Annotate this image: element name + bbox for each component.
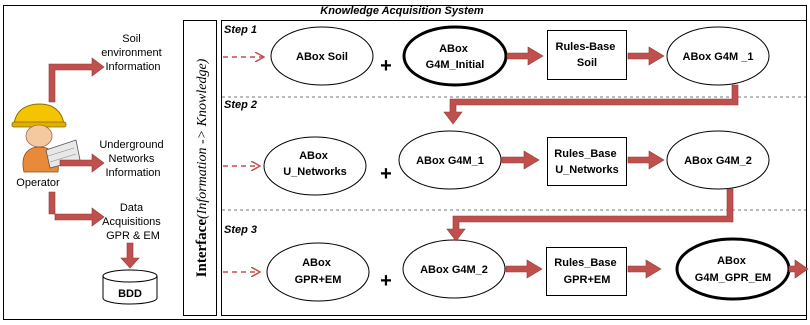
operator-arrows <box>48 57 140 269</box>
arrow-to-soil-info <box>48 57 105 103</box>
arrow-step1-to-step2 <box>443 84 739 125</box>
step-2-abox-input <box>263 136 367 196</box>
step-3-label: Step 3 <box>224 224 257 236</box>
bdd-database-icon <box>102 269 158 305</box>
step-2-abox-result-label: ABox G4M_2 <box>684 155 752 167</box>
step-3-abox-result-label: ABox G4M_GPR_EM <box>695 255 771 284</box>
arrow-final-output <box>788 259 809 279</box>
step-1-label: Step 1 <box>224 24 257 36</box>
networks-info-label: Underground Networks Information <box>99 139 166 179</box>
step-3-plus: + <box>380 270 392 292</box>
step-1-abox-input <box>270 26 374 86</box>
arrow-step2-to-step3 <box>446 188 734 242</box>
step-2-abox-result <box>666 130 770 190</box>
step-2-label: Step 2 <box>224 99 257 111</box>
step-3-rules-base <box>546 247 627 296</box>
system-box <box>221 20 807 316</box>
arrow-s2-rules-to-result <box>627 150 665 170</box>
arrow-s2-initial-to-rules <box>501 150 540 170</box>
step-1-rules-base-label: Rules-Base Soil <box>556 41 619 69</box>
interface-box <box>183 20 217 316</box>
step-1-abox-initial-label: ABox G4M_Initial <box>426 43 485 71</box>
step-3-abox-input-label: ABox GPR+EM <box>295 257 342 286</box>
arrow-to-data-acquisition <box>48 191 105 227</box>
arrow-to-networks-info <box>59 153 105 173</box>
step-1-plus: + <box>380 55 392 77</box>
interface-label: Interface(Information -> Knowledge) <box>194 58 210 277</box>
step-3-abox-result <box>675 237 791 301</box>
step-3-rules-base-label: Rules_Base GPR+EM <box>554 257 619 286</box>
arrow-s3-initial-to-rules <box>505 259 543 279</box>
step-1-rules-base <box>547 30 627 80</box>
step-2-plus: + <box>380 163 392 185</box>
step-3-abox-initial <box>402 239 506 299</box>
step-2-rules-base <box>547 137 627 186</box>
step-1-abox-initial <box>402 25 508 87</box>
data-acquisition-label: Data Acquisitions GPR & EM <box>102 202 164 242</box>
operator-icon <box>11 103 81 173</box>
step-3-abox-initial-label: ABox G4M_2 <box>420 264 488 276</box>
step-1-abox-result <box>666 26 770 86</box>
arrow-s3-rules-to-result <box>627 259 662 279</box>
step-2-rules-base-label: Rules_Base U_Networks <box>554 148 619 176</box>
arrow-s1-rules-to-result <box>627 46 665 66</box>
arrow-s1-initial-to-rules <box>506 46 544 66</box>
soil-info-label: Soil environment Information <box>101 33 165 73</box>
step-3-abox-input <box>266 242 370 302</box>
operator-label: Operator <box>16 177 60 189</box>
flow-arrows <box>443 46 809 279</box>
step-2-abox-initial <box>398 130 502 190</box>
arrow-to-bdd <box>120 242 140 269</box>
system-title: Knowledge Acquisition System <box>320 5 484 17</box>
step-2-abox-initial-label: ABox G4M_1 <box>416 155 484 167</box>
bdd-label: BDD <box>118 288 142 300</box>
step-1-abox-result-label: ABox G4M _1 <box>683 51 754 63</box>
step-1-abox-input-label: ABox Soil <box>296 51 348 63</box>
step-2-abox-input-label: ABox U_Networks <box>283 150 347 178</box>
